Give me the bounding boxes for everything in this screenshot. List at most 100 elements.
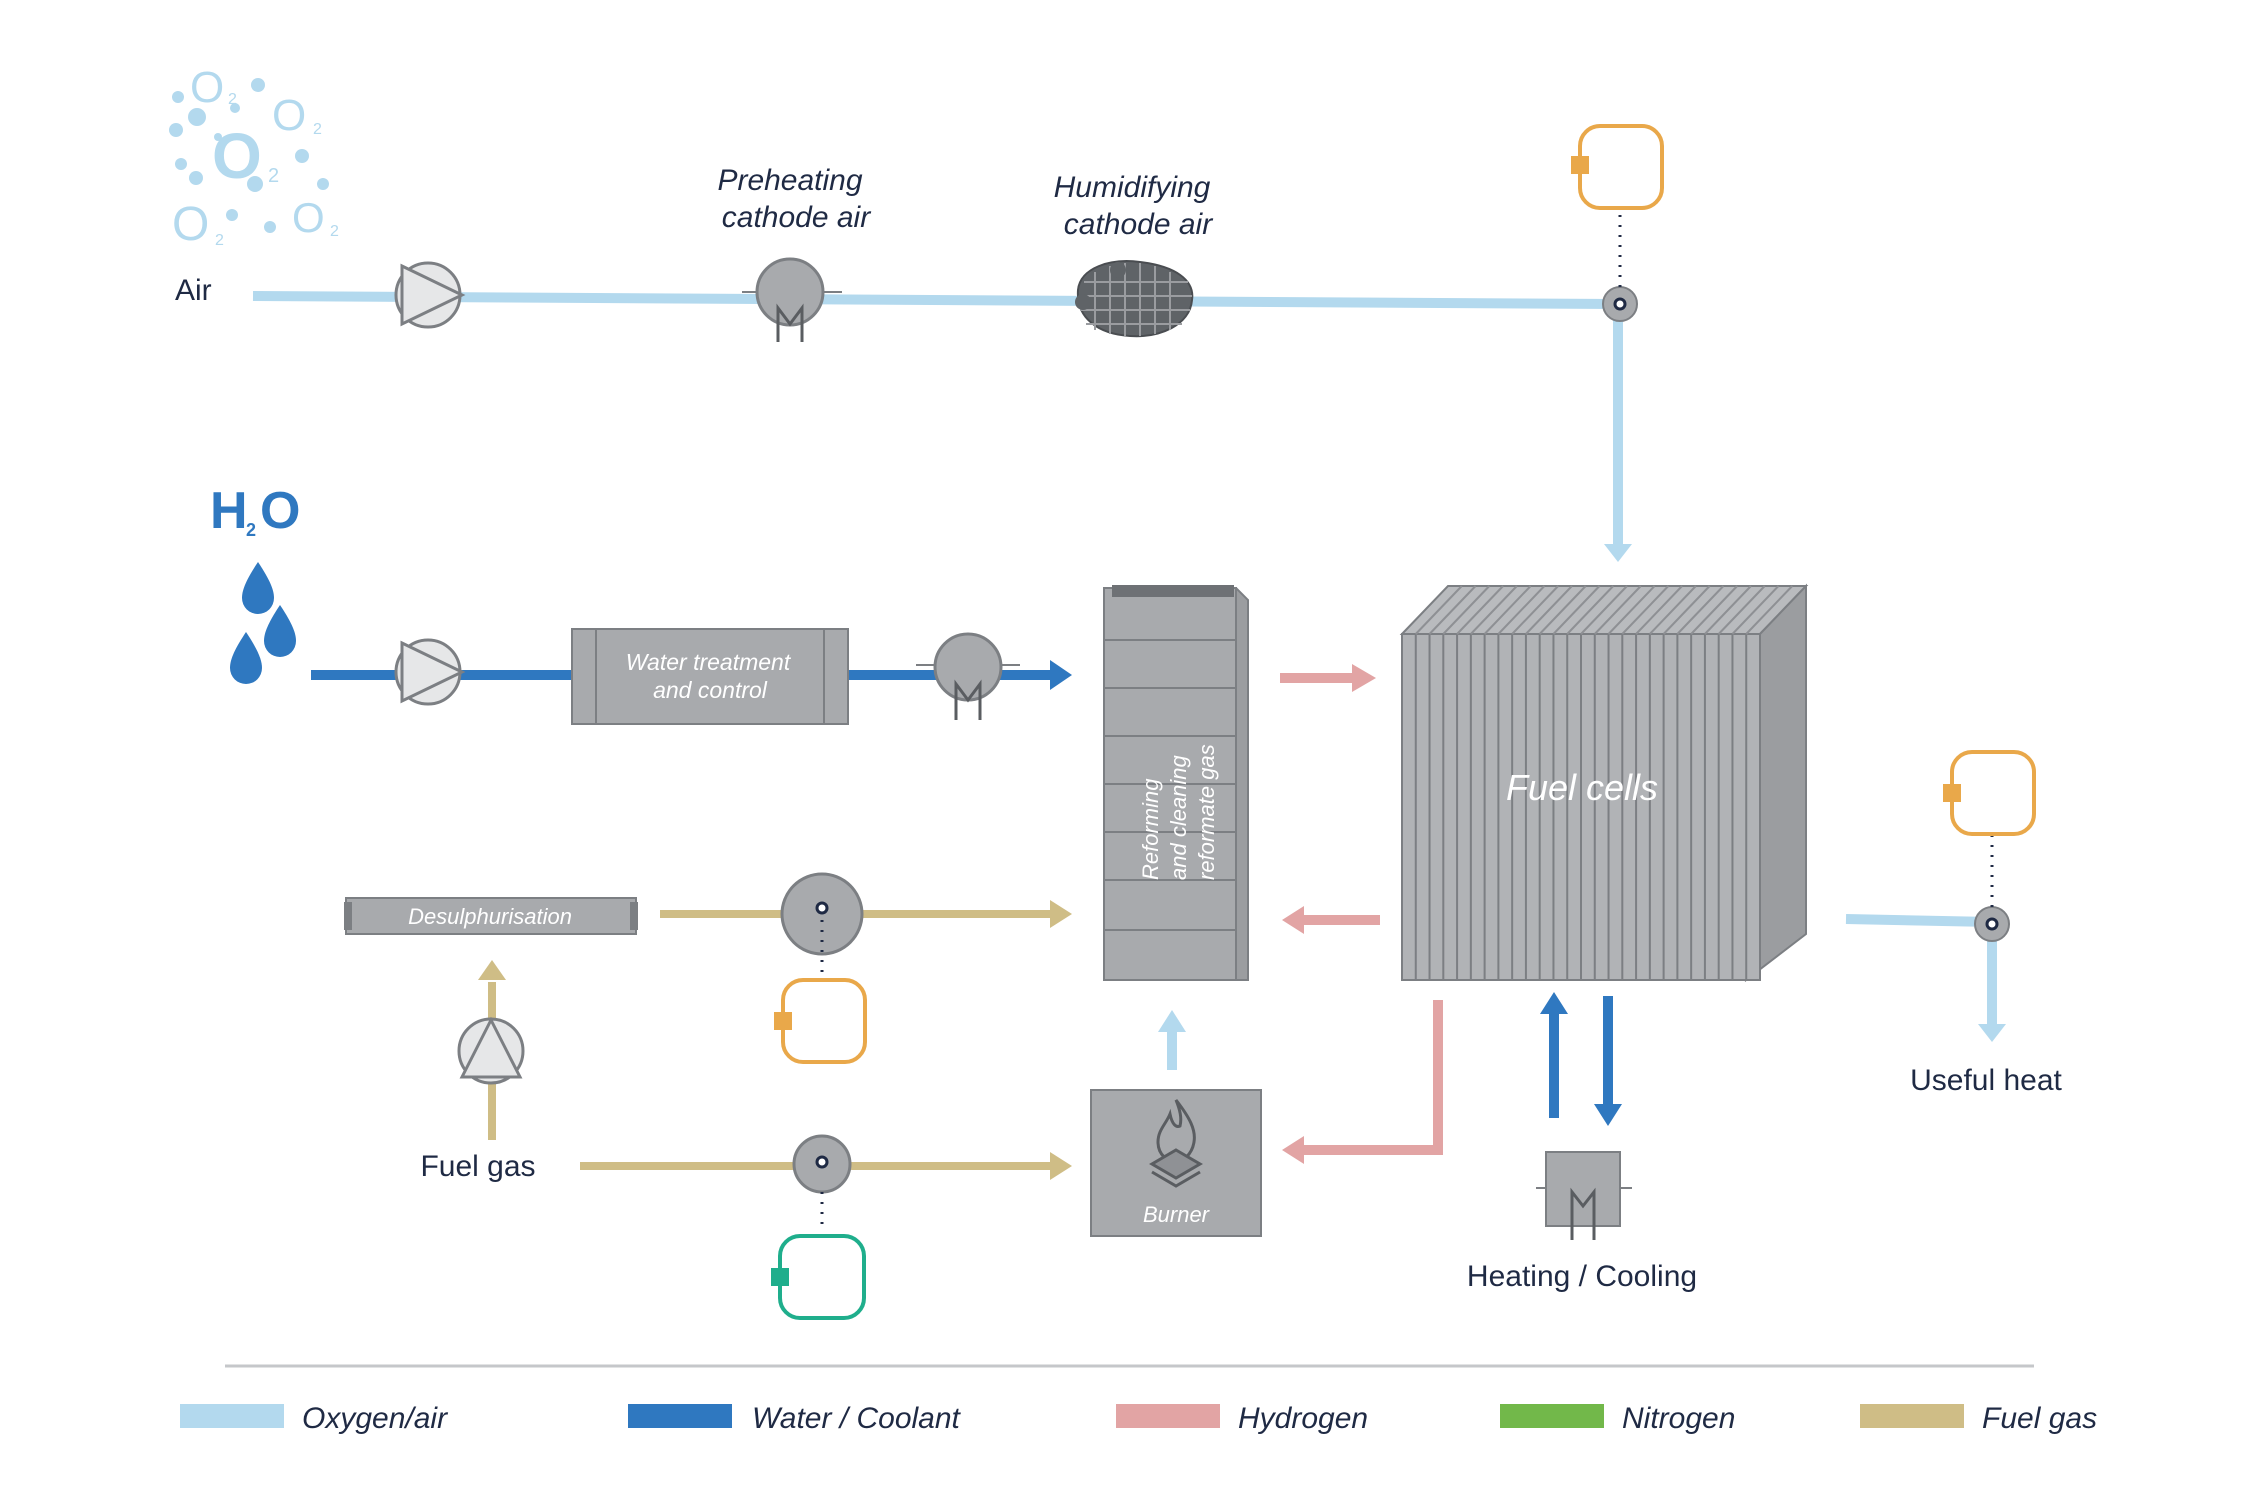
heating-cooling-label: Heating / Cooling xyxy=(1467,1260,1697,1293)
hydrogen-burner-arrow-icon xyxy=(1282,1136,1304,1164)
controller-icon xyxy=(1571,124,1664,210)
o2-sub-5: 2 xyxy=(330,223,339,240)
heat-exchanger-icon xyxy=(916,632,1020,720)
controller-icon xyxy=(774,978,867,1064)
burner-unit: Burner xyxy=(1090,1089,1262,1237)
valve-icon xyxy=(792,1134,852,1194)
reforming-label-3: reformate gas xyxy=(1194,744,1219,880)
cell-plate-top xyxy=(1676,585,1725,635)
water-drop-icon xyxy=(230,562,296,684)
h2o-o: O xyxy=(260,482,300,540)
o2-label-3: O xyxy=(212,120,262,192)
valve-icon xyxy=(1602,286,1638,322)
cell-plate-top xyxy=(1428,585,1477,635)
fuel-up-arrow-icon xyxy=(478,960,506,980)
valve-icon xyxy=(780,872,864,956)
hydrogen-to-burner-line xyxy=(1300,1000,1443,1155)
legend-label-nitrogen: Nitrogen xyxy=(1622,1402,1735,1435)
cell-plate-top xyxy=(1649,585,1697,635)
water-arrow-icon xyxy=(1050,660,1072,690)
cell-plate-top xyxy=(1635,585,1683,635)
humidifying-label-2: cathode air xyxy=(1064,208,1213,241)
cell-plate-top xyxy=(1525,585,1573,635)
humidifier-icon xyxy=(1075,260,1194,338)
cell-plate-top xyxy=(1607,585,1656,635)
cell-plate-top xyxy=(1470,585,1518,635)
burner-label: Burner xyxy=(1143,1202,1211,1227)
h2o-h: H xyxy=(210,482,248,540)
cell-plate-top xyxy=(1456,585,1504,635)
valve-icon xyxy=(1974,906,2010,942)
air-line xyxy=(252,291,1619,309)
cell-plate-top xyxy=(1662,585,1711,635)
reforming-label: Reforming xyxy=(1138,778,1163,880)
pump-icon xyxy=(394,638,466,706)
heat-exchanger-icon xyxy=(1536,1151,1632,1240)
cell-plate-top xyxy=(1621,585,1670,635)
fuel-burner-arrow-icon xyxy=(1050,1152,1072,1180)
legend-label-oxygen: Oxygen/air xyxy=(302,1402,448,1435)
hydrogen-arrow-icon xyxy=(1352,664,1376,692)
legend-swatch-fuel-gas xyxy=(1860,1404,1964,1428)
cell-plate-top xyxy=(1497,585,1546,635)
legend-label-hydrogen: Hydrogen xyxy=(1238,1402,1368,1435)
cell-plate-top xyxy=(1690,585,1738,635)
reformer-unit: Reforming and cleaning reformate gas xyxy=(1103,585,1249,981)
coolant-up-arrow-icon xyxy=(1540,992,1568,1014)
useful-heat-arrow-icon xyxy=(1978,1024,2006,1042)
pump-icon xyxy=(457,1016,525,1085)
fuel-cell-stack: Fuel cells xyxy=(1399,583,1809,983)
heat-exchanger-icon xyxy=(742,257,842,342)
legend-swatch-nitrogen xyxy=(1500,1404,1604,1428)
water-treatment-label: Water treatment xyxy=(626,649,792,675)
water-treatment-box: Water treatment and control xyxy=(571,628,849,725)
hydrogen-return-arrow-icon xyxy=(1282,906,1304,934)
preheating-label-2: cathode air xyxy=(722,201,871,234)
legend-swatch-oxygen xyxy=(180,1404,284,1428)
cell-plate-top xyxy=(1511,585,1559,635)
legend-label-water: Water / Coolant xyxy=(752,1402,962,1435)
o2-label-5: O xyxy=(292,194,325,241)
air-arrow-icon xyxy=(1604,544,1632,562)
coolant-down-arrow-icon xyxy=(1594,1104,1622,1126)
o2-sub-2: 2 xyxy=(313,121,322,138)
cell-plate-top xyxy=(1483,585,1532,635)
cell-plate-top xyxy=(1704,585,1752,635)
air-label: Air xyxy=(175,274,212,307)
o2-sub-3: 2 xyxy=(268,165,279,187)
flame-icon xyxy=(1149,1099,1203,1188)
fuel-cells-label: Fuel cells xyxy=(1506,767,1658,808)
desulphurisation-label: Desulphurisation xyxy=(408,904,572,929)
legend: Oxygen/air Water / Coolant Hydrogen Nitr… xyxy=(180,1402,2097,1435)
h2o-symbol: H 2 O xyxy=(210,482,300,540)
water-treatment-label-2: and control xyxy=(653,677,768,703)
cell-plate-top xyxy=(1415,585,1463,635)
cell-plate-top xyxy=(1566,585,1614,635)
cell-plate-top xyxy=(1717,585,1766,635)
h2o-sub: 2 xyxy=(246,520,256,540)
controller-icon xyxy=(771,1234,866,1320)
desulphurisation-unit: Desulphurisation xyxy=(344,897,638,935)
o2-label-2: O xyxy=(272,91,306,140)
cell-plate-top xyxy=(1552,585,1601,635)
cell-plate-top xyxy=(1538,585,1587,635)
cell-plate-top xyxy=(1442,585,1491,635)
controller-icon xyxy=(1943,750,2036,836)
o2-sub-1: 2 xyxy=(228,91,237,108)
cell-plate-top xyxy=(1731,585,1780,635)
legend-swatch-hydrogen xyxy=(1116,1404,1220,1428)
oxygen-symbol: O 2 O 2 O 2 O 2 O 2 xyxy=(172,63,339,251)
legend-label-fuel-gas: Fuel gas xyxy=(1982,1402,2097,1435)
o2-sub-4: 2 xyxy=(215,232,224,249)
pump-icon xyxy=(394,261,466,329)
cell-plate-top xyxy=(1594,585,1642,635)
useful-heat-line xyxy=(1845,914,1993,927)
preheating-label: Preheating xyxy=(717,164,862,197)
fuel-gas-label: Fuel gas xyxy=(420,1150,535,1183)
oxygen-bubbles-icon xyxy=(169,78,329,233)
burner-arrow-icon xyxy=(1158,1010,1186,1032)
o2-label-1: O xyxy=(190,63,224,112)
fuel-arrow-icon xyxy=(1050,900,1072,928)
legend-swatch-water xyxy=(628,1404,732,1428)
